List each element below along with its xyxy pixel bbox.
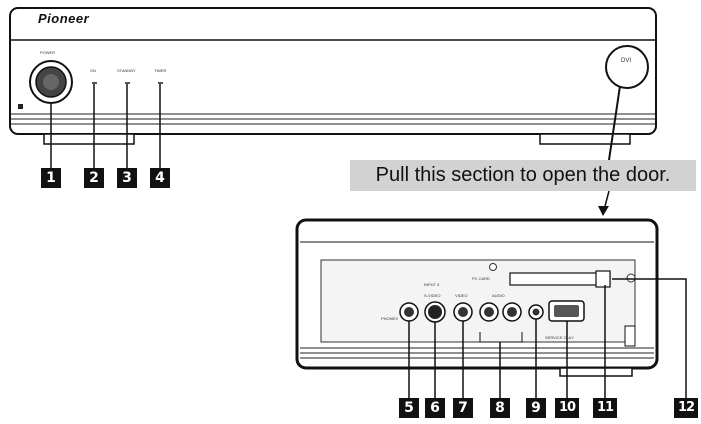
dvi-label: DVI	[621, 58, 632, 64]
unit-body	[9, 7, 657, 135]
pc-card-eject	[595, 270, 611, 288]
callout-9: 9	[526, 398, 546, 418]
pc-card-slot	[509, 272, 611, 286]
on-indicator	[92, 82, 97, 84]
dsub-port-inner	[554, 305, 579, 317]
callout-7: 7	[453, 398, 473, 418]
front-unit	[9, 7, 657, 145]
side-connector	[624, 325, 636, 347]
door-recess	[320, 259, 636, 343]
timer-indicator	[158, 82, 163, 84]
callout-1: 1	[41, 168, 61, 188]
callout-4: 4	[150, 168, 170, 188]
service-label: SERVICE ONLY	[545, 335, 575, 340]
door-leader-lines	[408, 278, 687, 398]
audio-jack-r-core	[507, 307, 517, 317]
service-jack-core	[532, 308, 540, 316]
brand-logo-text: Pioneer	[38, 11, 90, 26]
pointer-arrowhead	[598, 206, 609, 216]
door-panel	[295, 218, 659, 377]
callout-10: 10	[555, 398, 579, 418]
callout-2: 2	[84, 168, 104, 188]
phones-label: PHONES	[381, 316, 398, 321]
standby-label: STANDBY	[117, 68, 136, 73]
svideo-jack-core	[428, 305, 442, 319]
callout-8: 8	[490, 398, 510, 418]
video-label: VIDEO	[455, 293, 468, 298]
callout-6: 6	[425, 398, 445, 418]
video-jack-core	[458, 307, 468, 317]
unit-foot-left	[43, 133, 135, 145]
audio-label: AUDIO	[492, 293, 505, 298]
remote-sensor	[18, 104, 23, 109]
power-button-highlight	[43, 74, 59, 90]
svideo-label: S-VIDEO	[424, 293, 441, 298]
door-open-caption: Pull this section to open the door.	[350, 160, 696, 191]
input-label: INPUT 4	[424, 282, 440, 287]
screw-hole-center	[489, 263, 497, 271]
audio-jack-l-core	[484, 307, 494, 317]
pc-card-label: PC CARD	[472, 276, 491, 281]
zoom-pointer	[598, 85, 621, 216]
power-label: POWER	[40, 50, 56, 55]
callout-12: 12	[674, 398, 698, 418]
standby-indicator	[125, 82, 130, 84]
callout-5: 5	[399, 398, 419, 418]
screw-hole-right	[626, 273, 636, 283]
callout-11: 11	[593, 398, 617, 418]
headphones-jack-core	[404, 307, 414, 317]
front-leader-lines	[50, 84, 161, 168]
unit-foot-right	[539, 133, 631, 145]
on-label: ON	[90, 68, 96, 73]
audio-bracket	[479, 332, 523, 343]
door-foot	[559, 367, 633, 377]
door-pull-circle	[605, 45, 649, 89]
timer-label: TIMER	[154, 68, 167, 73]
callout-3: 3	[117, 168, 137, 188]
